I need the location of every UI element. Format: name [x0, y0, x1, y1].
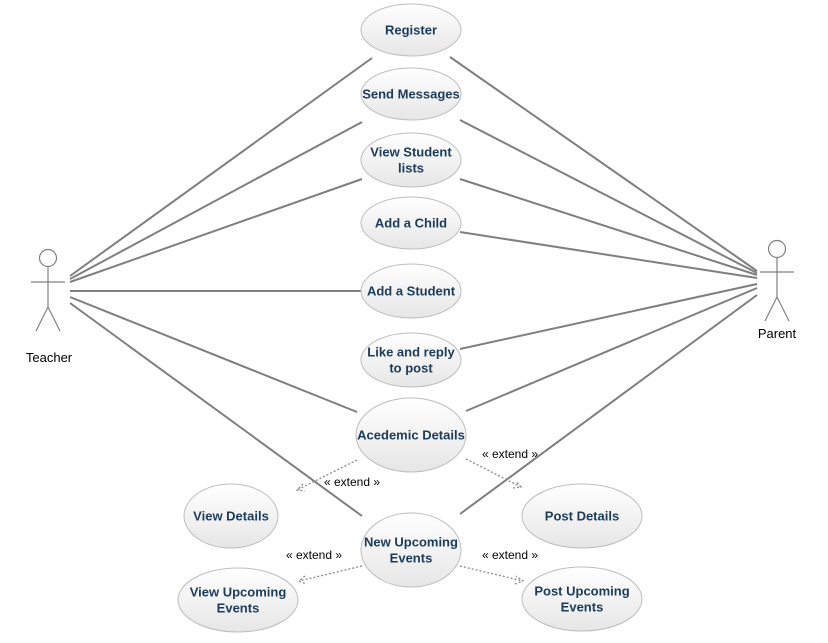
actor-leg-left: [35, 306, 49, 332]
use-case-label: Events: [390, 551, 433, 566]
use-case-label: Acedemic Details: [357, 428, 465, 443]
use-case-view-details[interactable]: View Details: [183, 483, 279, 549]
assoc-parent-view-student-lists: [459, 178, 758, 276]
use-case-ellipse: [521, 483, 643, 549]
extend-label: « extend »: [286, 548, 342, 562]
actor-leg-right: [776, 296, 790, 322]
use-case-academic-details[interactable]: Acedemic Details: [355, 397, 467, 473]
assoc-parent-send-messages: [459, 119, 758, 274]
actor-head: [38, 248, 58, 268]
use-case-label: New Upcoming: [364, 535, 458, 550]
extend-arrow-view-upcoming-events: [298, 565, 363, 582]
use-case-label: to post: [389, 361, 433, 376]
use-case-ellipse: [360, 512, 462, 588]
assoc-parent-academic-details: [465, 287, 758, 412]
extend-arrow-post-upcoming-events: [459, 565, 524, 582]
actor-label-teacher: Teacher: [26, 350, 73, 365]
actor-parent[interactable]: Parent: [758, 239, 797, 342]
extend-arrowhead-view-upcoming-events: [297, 575, 307, 585]
use-case-ellipse: [360, 67, 462, 121]
assoc-teacher-send-messages: [69, 121, 363, 280]
extend-arrow-post-details: [465, 458, 522, 488]
use-case-post-details[interactable]: Post Details: [521, 483, 643, 549]
use-case-label: View Student: [370, 145, 452, 160]
extend-arrowhead-view-details: [295, 483, 306, 492]
extend-arrowhead-post-upcoming-events: [514, 575, 525, 585]
assoc-teacher-register: [69, 57, 373, 277]
assoc-parent-register: [449, 56, 758, 272]
extend-relationships: « extend » « extend » « extend » « exten…: [286, 447, 538, 585]
use-case-add-student[interactable]: Add a Student: [360, 263, 462, 319]
extend-arrow-view-details: [296, 459, 358, 491]
use-case-ellipse: [360, 132, 462, 188]
use-case-label: Events: [217, 601, 260, 616]
assoc-parent-new-upcoming-events: [459, 294, 758, 515]
use-case-ellipse: [183, 483, 279, 549]
extend-label: « extend »: [482, 447, 538, 461]
use-case-label: Add a Student: [367, 284, 456, 299]
use-case-ellipse: [355, 397, 467, 473]
assoc-teacher-view-student-lists: [69, 178, 363, 283]
use-case-label: Post Upcoming: [534, 584, 629, 599]
use-case-label: lists: [398, 161, 424, 176]
use-case-label: View Details: [193, 509, 269, 524]
use-case-label: Post Details: [545, 509, 619, 524]
actor-leg-left: [764, 296, 778, 322]
use-case-ellipse: [521, 566, 643, 632]
actor-head: [767, 239, 787, 259]
assoc-parent-like-reply: [459, 283, 758, 350]
use-case-label: Register: [385, 23, 437, 38]
use-case-register[interactable]: Register: [360, 3, 462, 57]
actor-leg-right: [47, 306, 61, 332]
assoc-teacher-new-upcoming-events: [69, 302, 363, 517]
use-case-ellipse: [360, 3, 462, 57]
use-case-label: Like and reply: [367, 345, 455, 360]
extend-arrowhead-post-details: [512, 480, 523, 489]
use-case-ellipse: [360, 332, 462, 388]
use-case-label: View Upcoming: [190, 585, 287, 600]
use-case-ellipse: [360, 196, 462, 250]
use-case-label: Events: [561, 600, 604, 615]
assoc-parent-add-child: [459, 231, 758, 279]
use-case-ellipse: [360, 263, 462, 319]
assoc-teacher-academic-details: [69, 296, 358, 413]
use-case-ellipse: [177, 567, 299, 633]
extend-label: « extend »: [482, 548, 538, 562]
extend-label: « extend »: [324, 475, 380, 489]
parent-associations: [449, 56, 758, 515]
use-case-send-messages[interactable]: Send Messages: [360, 67, 462, 121]
actor-teacher[interactable]: Teacher: [26, 248, 73, 366]
use-case-label: Send Messages: [362, 87, 460, 102]
teacher-associations: [69, 57, 373, 517]
actor-label-parent: Parent: [758, 326, 797, 341]
use-case-add-child[interactable]: Add a Child: [360, 196, 462, 250]
use-case-label: Add a Child: [375, 216, 447, 231]
